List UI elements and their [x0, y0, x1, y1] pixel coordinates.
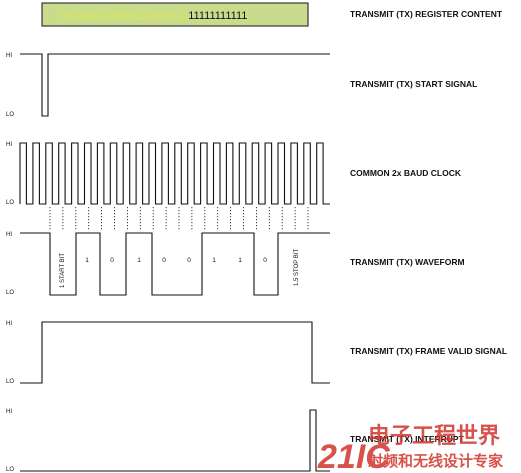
register-box [41, 2, 309, 27]
hi-interrupt: HI [6, 409, 12, 415]
lo-start: LO [6, 112, 14, 118]
stop-bit-label: 1.5 STOP BIT [294, 249, 300, 286]
label-waveform: TRANSMIT (TX) WAVEFORM [350, 257, 465, 267]
register-bits: 001100110000111100111111111111111 [61, 10, 247, 22]
hi-start: HI [6, 53, 12, 59]
watermark-text-bottom: 射频和无线设计专家 [367, 452, 503, 470]
hi-waveform: HI [6, 232, 12, 238]
waveform-bit-labels: 1 START BIT 1.5 STOP BIT 1 0 1 0 0 1 1 0 [60, 249, 300, 288]
start-signal-wave [20, 53, 330, 117]
watermark: 21IC 电子工程世界 射频和无线设计专家 [317, 423, 503, 473]
label-clock: COMMON 2x BAUD CLOCK [350, 168, 462, 178]
hi-frame: HI [6, 321, 12, 327]
start-bit-label: 1 START BIT [60, 253, 66, 288]
baud-clock-wave [19, 142, 330, 205]
frame-valid-wave [20, 321, 330, 384]
data-bit-label: 1 [212, 257, 216, 264]
watermark-logo: 21IC [317, 438, 390, 473]
label-register: TRANSMIT (TX) REGISTER CONTENT [350, 9, 503, 19]
data-bit-label: 1 [85, 257, 89, 264]
data-bit-label: 0 [110, 257, 114, 264]
lo-clock: LO [6, 200, 14, 206]
data-bit-label: 0 [187, 257, 191, 264]
lo-interrupt: LO [6, 467, 14, 473]
data-bit-label: 1 [137, 257, 141, 264]
label-interrupt: TRANSMIT (TX) INTERRUPT [350, 434, 465, 444]
data-bit-labels: 1 0 1 0 0 1 1 0 [85, 257, 267, 264]
lo-frame: LO [6, 379, 14, 385]
interrupt-wave [20, 409, 330, 472]
register-content: 001100110000111100111111111111111 [41, 2, 309, 27]
register-bits-sent: 0011001100001111001111 [61, 10, 189, 22]
tx-waveform-wave [20, 232, 330, 296]
level-markers: HI LO HI LO HI LO HI LO HI LO [6, 53, 14, 473]
clock-alignment-lines [49, 207, 309, 231]
register-bits-idle: 11111111111 [188, 10, 247, 22]
label-start: TRANSMIT (TX) START SIGNAL [350, 79, 477, 89]
lo-waveform: LO [6, 290, 14, 296]
data-bit-label: 0 [263, 257, 267, 264]
data-bit-label: 0 [162, 257, 166, 264]
baud-clock [19, 142, 330, 205]
data-bit-label: 1 [238, 257, 242, 264]
label-frame-valid: TRANSMIT (TX) FRAME VALID SIGNAL [350, 346, 507, 356]
watermark-text-top: 电子工程世界 [368, 423, 500, 448]
hi-clock: HI [6, 142, 12, 148]
